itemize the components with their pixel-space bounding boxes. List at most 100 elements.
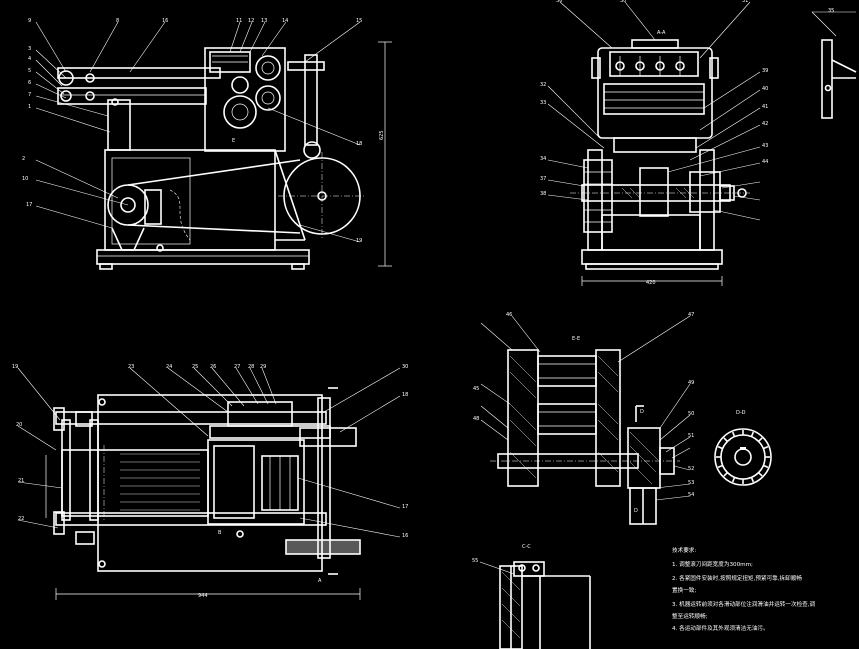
- gear-tooth: [731, 477, 736, 483]
- section-e-right-plate: [595, 349, 621, 487]
- part-number-label: 5: [28, 68, 31, 74]
- part-number-label: 53: [688, 480, 694, 486]
- side-width-dimension-text: 420: [646, 280, 656, 286]
- notes-line-3: 置换一致;: [672, 586, 696, 594]
- gear-tooth: [717, 464, 723, 469]
- plan-roller-bed: [61, 449, 209, 517]
- part-number-label: 47: [688, 312, 694, 318]
- part-number-label: 27: [234, 364, 240, 370]
- part-number-label: 24: [166, 364, 172, 370]
- part-number-label: 25: [192, 364, 198, 370]
- notes-line-2: 2. 各紧固件安装时,按照规定扭矩,预紧可靠,拆卸顺畅: [672, 574, 802, 582]
- section-view-ee: E-E D D: [473, 312, 694, 525]
- part-number-label: 19: [356, 238, 362, 244]
- part-number-label: 19: [12, 364, 18, 370]
- part-number-label: 7: [28, 92, 31, 98]
- section-e-gear: [627, 427, 661, 489]
- gear-tooth: [750, 477, 755, 483]
- height-dimension-text: 625: [379, 130, 385, 140]
- section-ee-title: E-E: [572, 336, 580, 342]
- part-number-label: 12: [248, 18, 254, 24]
- section-d-gear-outline: [714, 428, 772, 486]
- side-roller-housing: [597, 47, 713, 139]
- gear-tooth: [717, 445, 723, 450]
- front-leaders: [35, 21, 361, 243]
- part-number-label: 30: [620, 0, 626, 4]
- side-base: [581, 249, 723, 265]
- motor-body: [144, 189, 162, 225]
- part-number-label: 35: [828, 8, 834, 14]
- section-d-gear-teeth: [716, 430, 770, 484]
- part-number-label: 41: [762, 104, 768, 110]
- section-e-marker-d-top: D: [640, 409, 644, 415]
- part-number-label: 13: [261, 18, 267, 24]
- part-number-label: 14: [282, 18, 288, 24]
- part-number-label: 38: [540, 191, 546, 197]
- middle-roller: [255, 85, 281, 111]
- base-foot-right: [291, 263, 305, 270]
- part-number-label: 2: [22, 156, 25, 162]
- part-number-label: 39: [762, 68, 768, 74]
- section-dd-title: D-D: [736, 410, 746, 416]
- notes-line-1: 1. 调整滚刀间距宽度为300mm;: [672, 560, 753, 568]
- side-leaders: [547, 1, 761, 221]
- side-pulley-pack: [583, 159, 613, 233]
- plan-marker-a: A: [318, 578, 322, 584]
- notes-line-4: 3. 机器运转前须对各滑动部位注润滑油并运转一次检查,调: [672, 600, 816, 608]
- gear-tooth: [723, 471, 729, 477]
- part-number-label: 43: [762, 143, 768, 149]
- part-number-label: 30: [402, 364, 408, 370]
- left-column: [107, 99, 131, 151]
- part-number-label: 34: [540, 156, 546, 162]
- plan-leaders: [17, 367, 401, 538]
- part-number-label: 4: [28, 56, 31, 62]
- partial-view-right: [811, 11, 857, 119]
- part-number-label: 18: [402, 392, 408, 398]
- part-number-label: 11: [236, 18, 242, 24]
- roller-housing: [204, 47, 286, 152]
- part-number-label: 17: [402, 504, 408, 510]
- notes-title: 技术要求:: [672, 546, 696, 554]
- section-c-part-labels: 5556: [472, 558, 478, 564]
- part-number-label: 46: [506, 312, 512, 318]
- side-roller-window: [603, 83, 705, 115]
- part-number-label: 36: [556, 0, 562, 4]
- part-number-label: 37: [540, 176, 546, 182]
- part-number-label: 9: [28, 18, 31, 24]
- gear-tooth: [723, 437, 729, 443]
- gear-tooth: [763, 445, 769, 450]
- part-number-label: 20: [16, 422, 22, 428]
- frame-box: [104, 149, 276, 251]
- plan-drive-box: [207, 439, 305, 525]
- technical-notes: 技术要求: 1. 调整滚刀间距宽度为300mm; 2. 各紧固件安装时,按照规定…: [672, 546, 816, 632]
- part-number-label: 6: [28, 80, 31, 86]
- top-rail: [57, 67, 221, 79]
- section-view-dd: D-D: [714, 410, 772, 486]
- rail-end-wheel: [58, 70, 74, 86]
- part-number-label: 40: [762, 86, 768, 92]
- section-cc-title: C-C: [522, 544, 531, 550]
- notes-line-6: 4. 各运动部件及其外观须清洁无油污。: [672, 624, 769, 632]
- section-marker-e: E: [232, 138, 235, 144]
- part-number-label: 45: [473, 386, 479, 392]
- part-number-label: 18: [356, 141, 362, 147]
- part-number-label: 51: [688, 433, 694, 439]
- part-number-label: 48: [473, 416, 479, 422]
- part-number-label: 55: [472, 558, 478, 564]
- lower-rail: [57, 87, 207, 105]
- plan-pulley: [299, 427, 357, 447]
- part-number-label: 15: [356, 18, 362, 24]
- part-number-label: 31: [742, 0, 748, 4]
- frame-inner-panel: [111, 157, 191, 245]
- part-number-label: 29: [260, 364, 266, 370]
- motor-stand: [111, 227, 145, 251]
- part-number-label: 42: [762, 121, 768, 127]
- part-number-label: 49: [688, 380, 694, 386]
- part-number-label: 44: [762, 159, 768, 165]
- notes-line-5: 整至运转顺畅;: [672, 612, 708, 620]
